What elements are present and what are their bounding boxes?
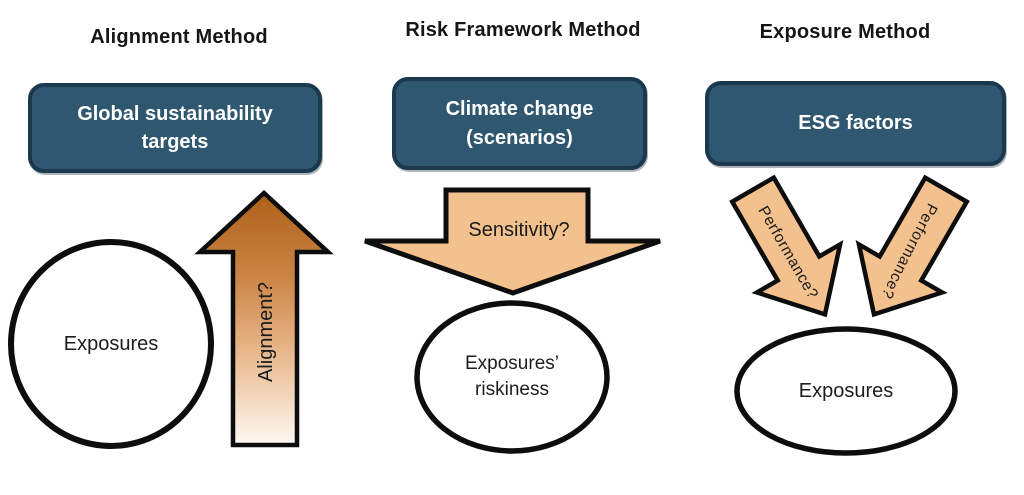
esg-factors-box: ESG factors: [705, 81, 1006, 166]
column-title-exposure-method: Exposure Method: [759, 21, 931, 43]
down-arrow: [364, 187, 661, 296]
diagonal-arrow-left: [729, 174, 844, 318]
diagonal-arrow-right: [855, 174, 970, 318]
exposures-circle: [8, 239, 214, 449]
climate-change-scenarios-box: Climate change (scenarios): [392, 77, 647, 170]
column-title-risk-framework-method: Risk Framework Method: [405, 19, 641, 41]
up-arrow: [194, 189, 334, 448]
exposures-ellipse: [734, 326, 958, 456]
column-title-alignment-method: Alignment Method: [90, 26, 268, 48]
up-arrow-label: Alignment?: [255, 282, 277, 382]
exposures-riskiness-ellipse: [414, 300, 610, 454]
down-arrow-label: Sensitivity?: [468, 219, 569, 241]
global-sustainability-targets-box: Global sustainability targets: [28, 83, 322, 173]
